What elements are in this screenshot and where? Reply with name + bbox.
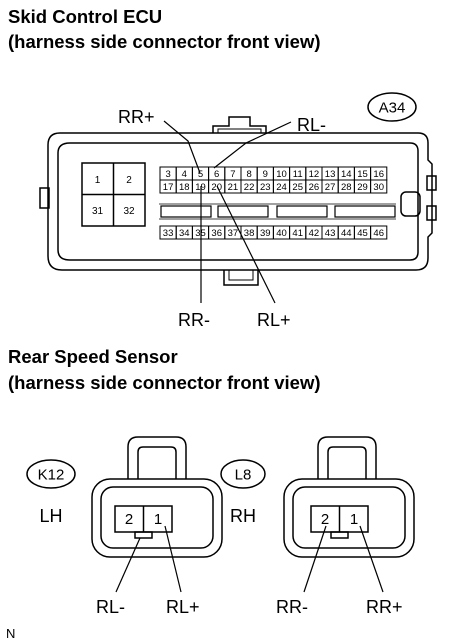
- ecu-pin-38: 38: [244, 228, 255, 239]
- ecu-pin-13: 13: [325, 169, 336, 180]
- lh-leader-rl-plus: [164, 525, 182, 593]
- ecu-pin-30: 30: [373, 182, 384, 193]
- rh-side-label: RH: [230, 506, 256, 526]
- rh-label-rr-minus: RR-: [276, 597, 308, 617]
- ecu-pin-row-3: [159, 225, 388, 240]
- ecu-pin-26: 26: [309, 182, 320, 193]
- rh-code-text: L8: [235, 467, 252, 484]
- ecu-pin-cell-46: [370, 225, 388, 240]
- ecu-pin-12: 12: [309, 169, 320, 180]
- ecu-pin-41: 41: [292, 228, 303, 239]
- ecu-pin-27: 27: [325, 182, 336, 193]
- footer-note: N: [6, 626, 15, 641]
- lh-label-rl-plus: RL+: [166, 597, 200, 617]
- ecu-pin-22: 22: [244, 182, 255, 193]
- ecu-pin-40: 40: [276, 228, 287, 239]
- label-rl-minus: RL-: [297, 115, 326, 135]
- ecu-pin-25: 25: [292, 182, 303, 193]
- ecu-pin-28: 28: [341, 182, 352, 193]
- ecu-pin-43: 43: [325, 228, 336, 239]
- ecu-pin-1: 1: [95, 175, 101, 186]
- ecu-pin-8: 8: [246, 169, 251, 180]
- lh-label-rl-minus: RL-: [96, 597, 125, 617]
- rh-leader-rr-plus: [359, 525, 384, 593]
- label-rr-plus: RR+: [118, 107, 155, 127]
- leader-rl-minus: [213, 121, 292, 169]
- ecu-pin-46: 46: [373, 228, 384, 239]
- ecu-pin-15: 15: [357, 169, 368, 180]
- ecu-pin-7: 7: [230, 169, 235, 180]
- sensor-title: Rear Speed Sensor: [8, 346, 178, 367]
- ecu-pin-cell-30: [370, 179, 388, 194]
- ecu-large-pins: 1 2 31 32: [92, 175, 135, 217]
- ecu-pin-23: 23: [260, 182, 271, 193]
- ecu-pin-29: 29: [357, 182, 368, 193]
- ecu-pin-row-1: [159, 166, 388, 181]
- ecu-pin-39: 39: [260, 228, 271, 239]
- rh-code: L8: [220, 459, 266, 489]
- sensor-subtitle: (harness side connector front view): [8, 372, 321, 393]
- ecu-pin-4: 4: [182, 169, 187, 180]
- lh-sensor-connector: [91, 436, 223, 593]
- ecu-pin-33: 33: [163, 228, 174, 239]
- ecu-pin-31: 31: [92, 206, 104, 217]
- ecu-pin-32: 32: [123, 206, 135, 217]
- ecu-pin-10: 10: [276, 169, 287, 180]
- leader-rl-plus: [216, 185, 276, 304]
- ecu-leader-lines: [163, 120, 292, 304]
- ecu-connector-code: A34: [367, 92, 417, 122]
- ecu-pin-17: 17: [163, 182, 174, 193]
- ecu-pin-16: 16: [373, 169, 384, 180]
- ecu-title: Skid Control ECU: [8, 6, 163, 27]
- rh-pin-1: 1: [350, 511, 358, 528]
- ecu-pin-3: 3: [165, 169, 170, 180]
- ecu-pin-21: 21: [228, 182, 239, 193]
- rh-label-rr-plus: RR+: [366, 597, 403, 617]
- lh-code: K12: [26, 459, 76, 489]
- ecu-connector: [39, 116, 437, 286]
- ecu-pin-18: 18: [179, 182, 190, 193]
- rh-sensor-connector: [283, 436, 415, 593]
- rh-leader-rr-minus: [303, 525, 327, 593]
- ecu-pin-44: 44: [341, 228, 352, 239]
- ecu-pin-45: 45: [357, 228, 368, 239]
- ecu-pin-6: 6: [214, 169, 219, 180]
- rh-pin-2: 2: [321, 511, 329, 528]
- ecu-pin-11: 11: [293, 169, 303, 180]
- lh-side-label: LH: [39, 506, 62, 526]
- ecu-pin-9: 9: [263, 169, 268, 180]
- lh-leader-rl-minus: [115, 537, 141, 593]
- ecu-pin-20: 20: [211, 182, 222, 193]
- label-rr-minus: RR-: [178, 310, 210, 330]
- ecu-pin-34: 34: [179, 228, 190, 239]
- label-rl-plus: RL+: [257, 310, 291, 330]
- ecu-pin-36: 36: [211, 228, 222, 239]
- ecu-code-text: A34: [379, 100, 406, 117]
- lh-code-text: K12: [38, 467, 65, 484]
- ecu-pin-5: 5: [198, 169, 203, 180]
- lh-pin-1: 1: [154, 511, 162, 528]
- ecu-subtitle: (harness side connector front view): [8, 31, 321, 52]
- ecu-pin-row-2: [159, 179, 388, 194]
- leader-rr-plus: [163, 120, 201, 174]
- ecu-pin-24: 24: [276, 182, 287, 193]
- ecu-pin-14: 14: [341, 169, 352, 180]
- lh-pin-2: 2: [125, 511, 133, 528]
- ecu-pin-2: 2: [126, 175, 132, 186]
- ecu-pin-37: 37: [228, 228, 239, 239]
- ecu-pin-42: 42: [309, 228, 320, 239]
